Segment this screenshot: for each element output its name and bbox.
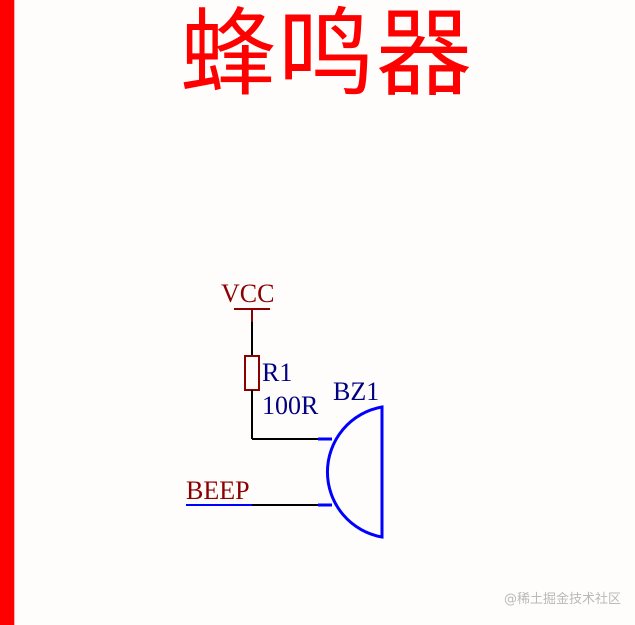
page-title: 蜂鸣器	[180, 0, 474, 110]
vcc-label: VCC	[221, 279, 274, 308]
beep-net-label: BEEP	[186, 476, 250, 505]
left-border-line	[14, 0, 15, 625]
buzzer-body	[325, 405, 384, 539]
resistor-r1	[244, 355, 260, 391]
bz1-ref-label: BZ1	[333, 377, 379, 406]
r1-ref-label: R1	[262, 358, 292, 387]
r1-value-label: 100R	[262, 391, 319, 420]
watermark: @稀土掘金技术社区	[503, 592, 621, 607]
left-border-bar	[0, 0, 14, 625]
